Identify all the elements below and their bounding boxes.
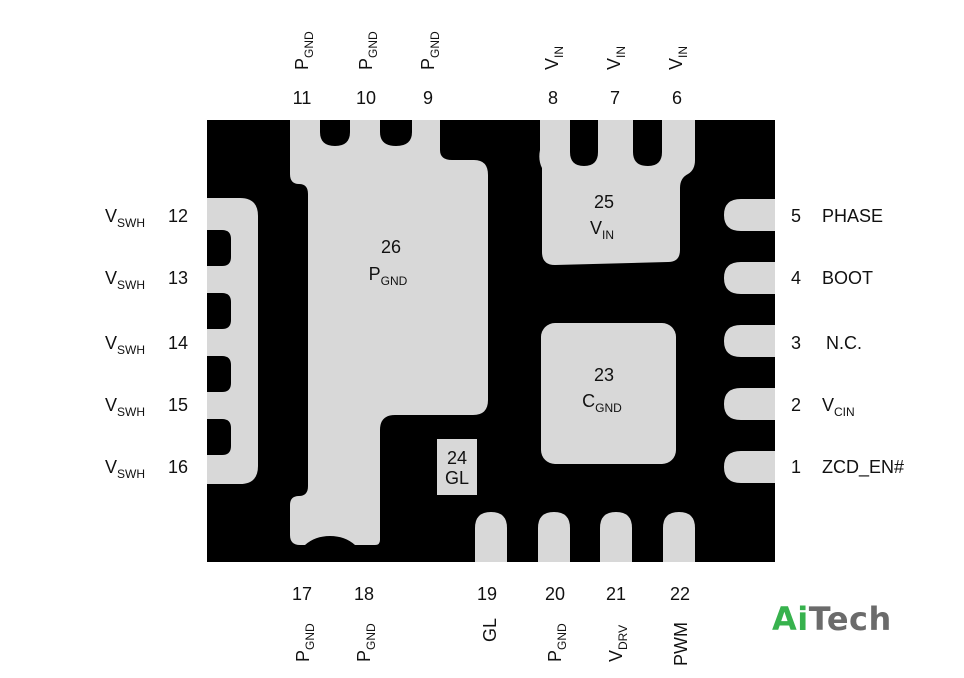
pin-8-signal: VIN [542,46,566,70]
pin-3-number: 3 [791,333,801,353]
pin-21-signal: VDRV [606,625,630,662]
pad-23-number: 23 [594,365,614,385]
pin-17-signal: PGND [293,623,317,662]
pin-1-signal: ZCD_EN# [822,457,904,478]
pin-11-number: 11 [293,88,312,108]
top-pin-labels: 11 10 9 8 7 6 PGND PGND PGND VIN VIN VIN [292,31,690,108]
pin-2-signal: VCIN [822,395,855,419]
pin-19-number: 19 [477,584,497,604]
pad-24-number: 24 [447,448,467,468]
pad-26-pgnd [290,120,488,545]
pin-18-signal: PGND [354,623,378,662]
pin-15-number: 15 [168,395,188,415]
pin-1-number: 1 [791,457,801,477]
pin-16-number: 16 [168,457,188,477]
pin-6-number: 6 [672,88,682,108]
aitech-logo: AiTech [772,600,892,638]
pin-13-signal: VSWH [105,268,145,292]
pin-15-signal: VSWH [105,395,145,419]
left-pin-labels: VSWH 12 VSWH 13 VSWH 14 VSWH 15 VSWH 16 [105,206,188,481]
pin-5-number: 5 [791,206,801,226]
pin-12-signal: VSWH [105,206,145,230]
pad-vswh-side [207,198,258,484]
pin-13-number: 13 [168,268,188,288]
bottom-pin-labels: 17 18 19 20 21 22 PGND PGND GL PGND VDRV… [292,584,691,666]
pad-25-notches [570,120,662,166]
pin-10-number: 10 [356,88,376,108]
pad-23-cgnd [541,323,676,464]
pad-23-signal: CGND [582,391,622,415]
pad-26-notch-a [320,120,350,146]
pin-2-number: 2 [791,395,801,415]
pin-17-number: 17 [292,584,312,604]
pin-19-signal: GL [480,618,500,642]
pad-25-signal: VIN [590,218,614,242]
pin-11-signal: PGND [292,31,316,70]
pad-26-notch-b [380,120,412,146]
pad-26-number: 26 [381,237,401,257]
logo-ai-text: Ai [772,600,809,638]
vswh-notches [207,230,231,455]
pin-3-signal: N.C. [826,333,862,353]
logo-tech-text: Tech [808,600,892,638]
pin-21-number: 21 [606,584,626,604]
pad-26-signal: PGND [369,264,408,288]
pin-16-signal: VSWH [105,457,145,481]
pin-12-number: 12 [168,206,188,226]
pin-18-number: 18 [354,584,374,604]
pin-22-signal: PWM [671,622,691,666]
pad-25-number: 25 [594,192,614,212]
right-pin-pads [724,199,775,483]
pin-6-signal: VIN [666,46,690,70]
pin-8-number: 8 [548,88,558,108]
pin-9-number: 9 [423,88,433,108]
pin-10-signal: PGND [356,31,380,70]
pin-7-number: 7 [610,88,620,108]
pin-14-number: 14 [168,333,188,353]
pin-14-signal: VSWH [105,333,145,357]
pad-25-vin [539,120,695,265]
bottom-pin-pads [475,512,695,562]
pad-24-signal: GL [445,468,469,488]
pin-20-signal: PGND [545,623,569,662]
pad-24-gl [437,439,477,495]
pin-9-signal: PGND [418,31,442,70]
pin-5-signal: PHASE [822,206,883,226]
pin-22-number: 22 [670,584,690,604]
right-pin-labels: 5 PHASE 4 BOOT 3 N.C. 2 VCIN 1 ZCD_EN# [791,206,904,478]
package-body [207,120,775,562]
pin-20-number: 20 [545,584,565,604]
pin-4-signal: BOOT [822,268,873,288]
pin-4-number: 4 [791,268,801,288]
pin-7-signal: VIN [604,46,628,70]
